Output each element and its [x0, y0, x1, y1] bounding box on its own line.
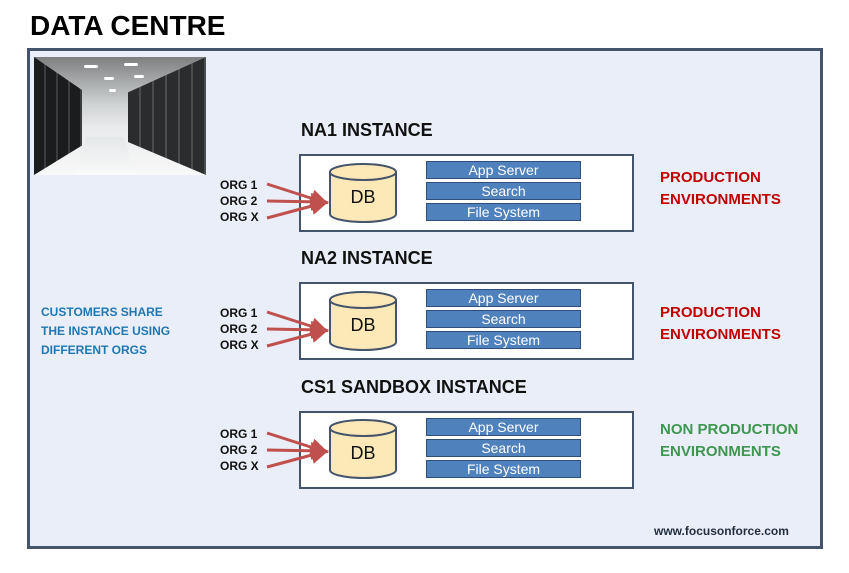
service-search: Search — [426, 439, 581, 457]
service-app-server: App Server — [426, 161, 581, 179]
org-arrows-icon — [266, 182, 329, 220]
org-labels: ORG 1 ORG 2 ORG X — [220, 178, 259, 224]
instance-title: CS1 SANDBOX INSTANCE — [301, 377, 527, 397]
service-file-system: File System — [426, 331, 581, 349]
service-file-system: File System — [426, 460, 581, 478]
database-icon: DB — [328, 418, 398, 480]
service-file-system: File System — [426, 203, 581, 221]
customers-share-note: CUSTOMERS SHARE THE INSTANCE USING DIFFE… — [41, 305, 171, 357]
org-labels: ORG 1 ORG 2 ORG X — [220, 306, 259, 352]
service-app-server: App Server — [426, 289, 581, 307]
page-title: DATA CENTRE — [30, 10, 226, 41]
environment-label: NON PRODUCTION ENVIRONMENTS — [660, 421, 799, 460]
service-search: Search — [426, 182, 581, 200]
service-search: Search — [426, 310, 581, 328]
instance-title: NA2 INSTANCE — [301, 248, 433, 268]
service-app-server: App Server — [426, 418, 581, 436]
org-arrows-icon — [266, 431, 329, 469]
environment-label: PRODUCTION ENVIRONMENTS — [660, 169, 781, 208]
environment-label: PRODUCTION ENVIRONMENTS — [660, 304, 781, 343]
org-labels: ORG 1 ORG 2 ORG X — [220, 427, 259, 473]
server-room-image — [34, 57, 206, 175]
org-arrows-icon — [266, 310, 329, 348]
footer-url: www.focusonforce.com — [654, 524, 789, 538]
database-icon: DB — [328, 290, 398, 352]
database-icon: DB — [328, 162, 398, 224]
instance-title: NA1 INSTANCE — [301, 120, 433, 140]
